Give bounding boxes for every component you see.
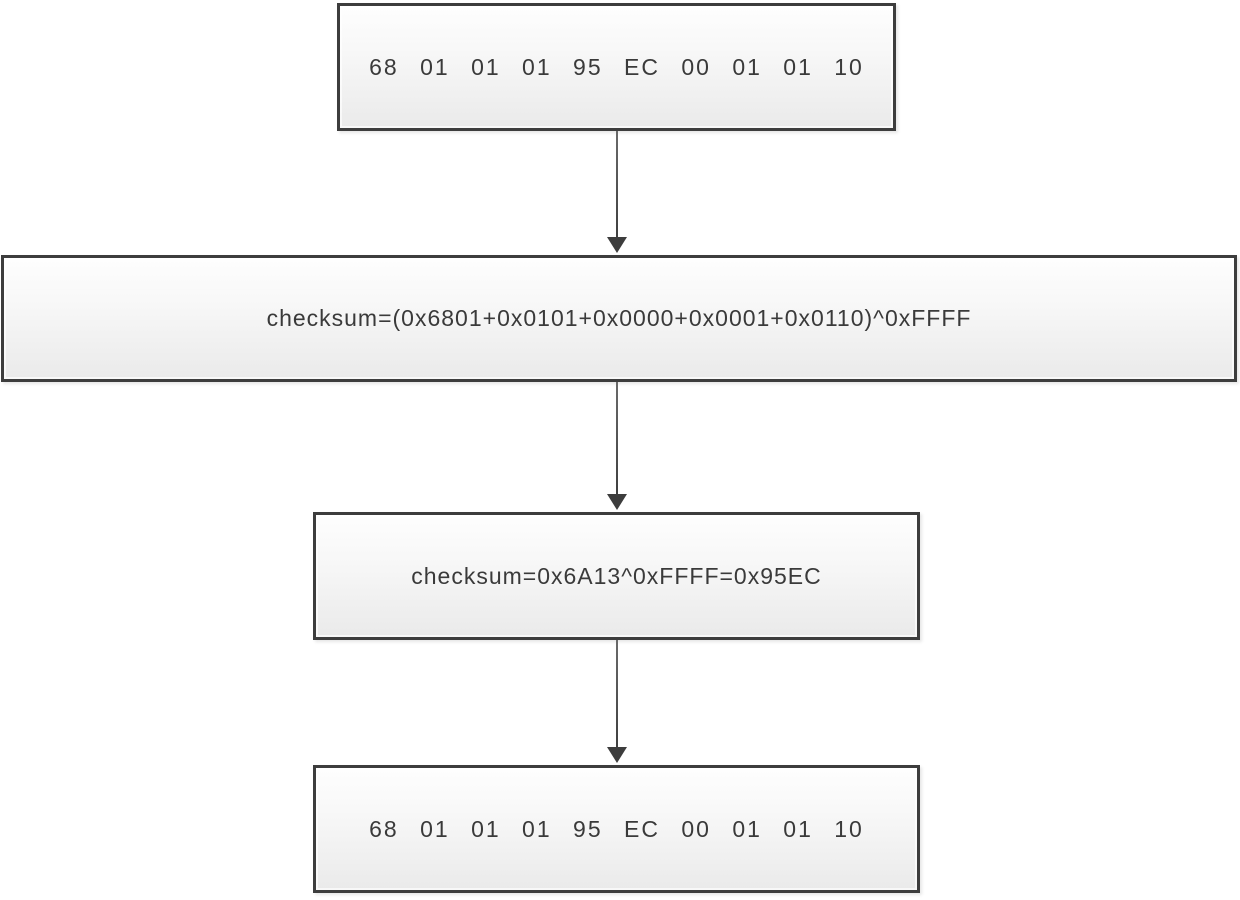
flow-arrow-2	[606, 382, 628, 510]
arrow-down-icon	[607, 494, 627, 510]
arrow-down-icon	[607, 747, 627, 763]
frame-input-label: 68 01 01 01 95 EC 00 01 01 10	[369, 53, 864, 80]
flow-node-checksum-formula: checksum=(0x6801+0x0101+0x0000+0x0001+0x…	[1, 255, 1237, 382]
flow-node-frame-input: 68 01 01 01 95 EC 00 01 01 10	[337, 3, 896, 131]
frame-output-label: 68 01 01 01 95 EC 00 01 01 10	[369, 815, 864, 842]
flow-arrow-1	[606, 131, 628, 253]
arrow-down-icon	[607, 237, 627, 253]
arrow-shaft	[616, 382, 618, 496]
checksum-result-label: checksum=0x6A13^0xFFFF=0x95EC	[411, 562, 822, 589]
arrow-shaft	[616, 131, 618, 239]
flow-arrow-3	[606, 640, 628, 763]
flow-node-checksum-result: checksum=0x6A13^0xFFFF=0x95EC	[313, 512, 920, 640]
flow-node-frame-output: 68 01 01 01 95 EC 00 01 01 10	[313, 765, 920, 893]
checksum-formula-label: checksum=(0x6801+0x0101+0x0000+0x0001+0x…	[266, 305, 972, 331]
arrow-shaft	[616, 640, 618, 749]
